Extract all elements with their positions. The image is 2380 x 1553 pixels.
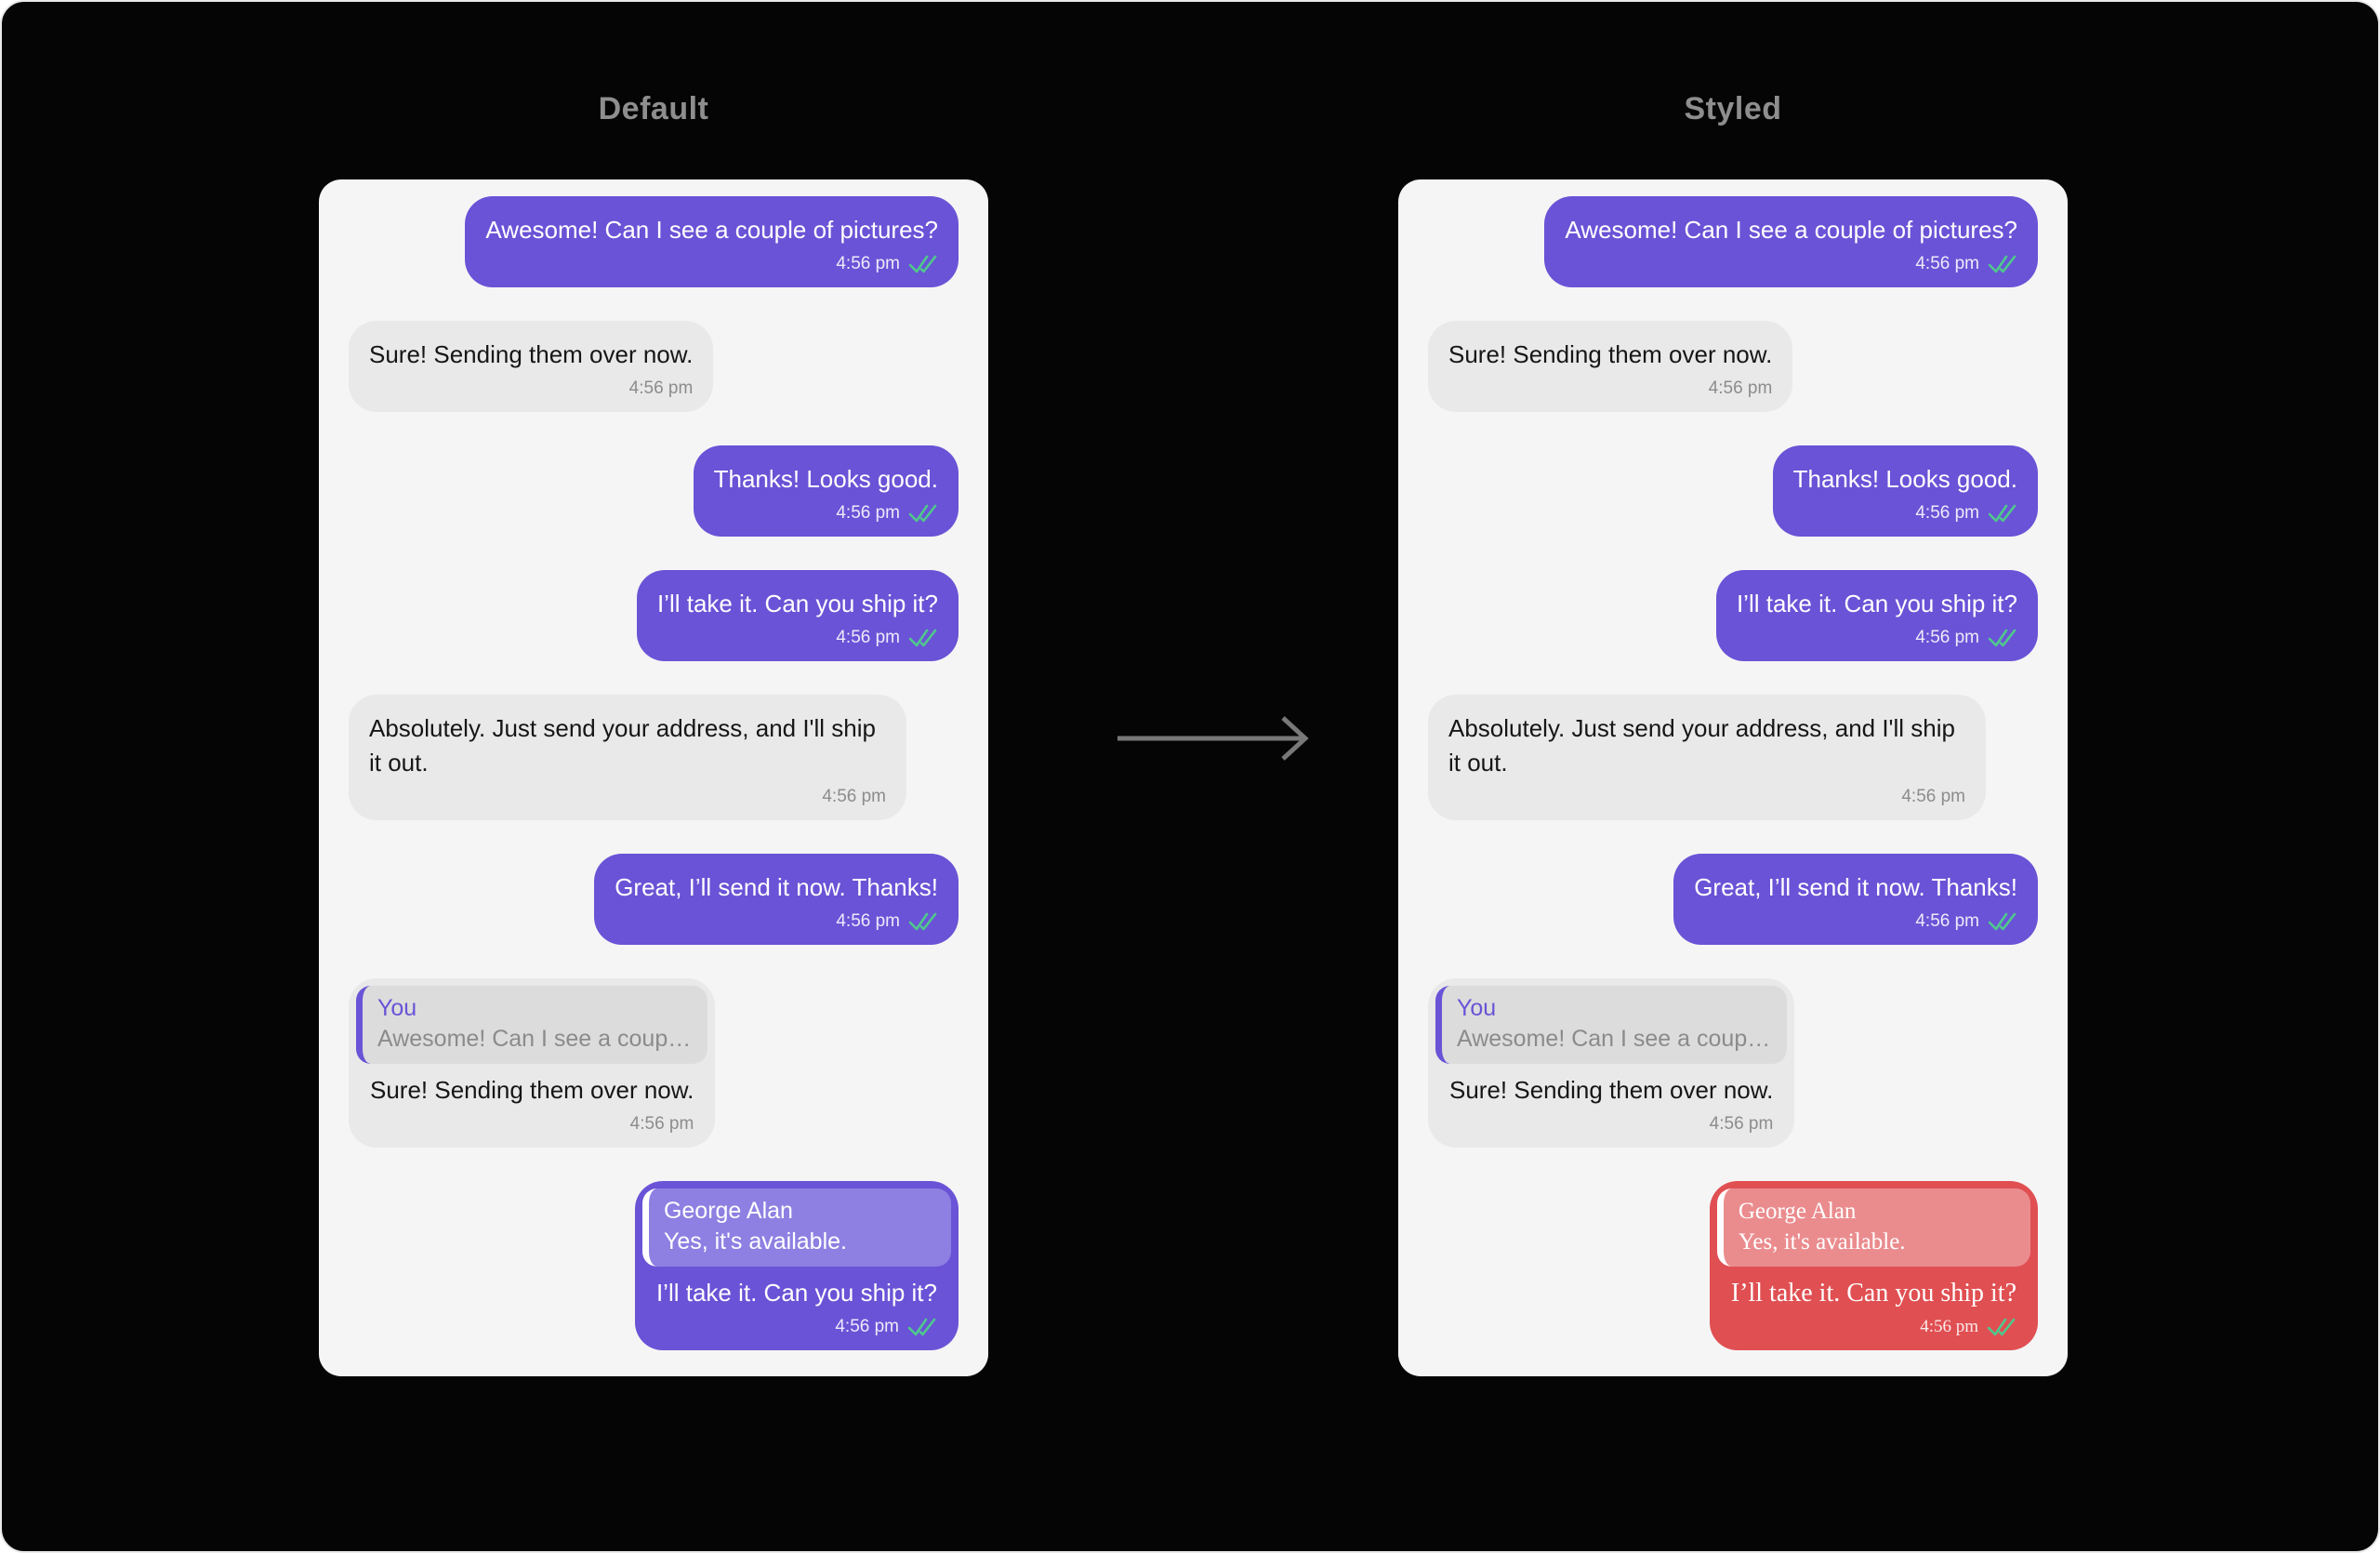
message-meta: 4:56 pm (1448, 784, 1965, 809)
message-bubble-incoming[interactable]: Sure! Sending them over now. 4:56 pm (349, 321, 714, 412)
message-bubble-outgoing[interactable]: George Alan Yes, it's available. I’ll ta… (634, 1181, 959, 1350)
message-time: 4:56 pm (836, 911, 900, 931)
message-meta: 4:56 pm (1731, 1314, 2016, 1339)
message-text: Great, I’ll send it now. Thanks! (615, 873, 938, 901)
message-bubble-incoming[interactable]: Absolutely. Just send your address, and … (349, 695, 906, 820)
message-bubble-incoming[interactable]: You Awesome! Can I see a couple of… Sure… (349, 978, 716, 1148)
reply-quote-text: Yes, it's available. (663, 1228, 847, 1254)
chat-panel-default: Awesome! Can I see a couple of pictures?… (319, 179, 988, 1376)
reply-quote[interactable]: George Alan Yes, it's available. (1716, 1188, 2030, 1267)
message-time: 4:56 pm (1920, 1317, 1978, 1336)
message-bubble-outgoing[interactable]: Awesome! Can I see a couple of pictures?… (465, 196, 959, 287)
message-text: Thanks! Looks good. (713, 465, 938, 493)
message-time: 4:56 pm (835, 1317, 899, 1336)
message-text: Thanks! Looks good. (1792, 465, 2017, 493)
message-text: Sure! Sending them over now. (1448, 340, 1773, 368)
read-receipt-double-check-icon (908, 629, 937, 647)
message-meta: 4:56 pm (369, 784, 886, 809)
read-receipt-double-check-icon (908, 255, 937, 273)
message-meta: 4:56 pm (657, 625, 938, 650)
message-time: 4:56 pm (836, 503, 900, 523)
message-text: Absolutely. Just send your address, and … (1448, 714, 1955, 776)
read-receipt-double-check-icon (1988, 255, 2016, 273)
message-text: I’ll take it. Can you ship it? (1736, 590, 2017, 617)
message-text: I’ll take it. Can you ship it? (1730, 1279, 2016, 1307)
reply-quote-author: George Alan (1738, 1199, 1857, 1224)
message-text: I’ll take it. Can you ship it? (656, 590, 938, 617)
message-time: 4:56 pm (1709, 1114, 1774, 1134)
message-meta: 4:56 pm (1449, 1111, 1774, 1136)
message-time: 4:56 pm (1915, 254, 1979, 273)
reply-quote-text: Awesome! Can I see a couple of… (1457, 1026, 1772, 1052)
message-text: Awesome! Can I see a couple of pictures? (1565, 216, 2017, 244)
chat-panel-styled: Awesome! Can I see a couple of pictures?… (1398, 179, 2068, 1376)
read-receipt-double-check-icon (1988, 912, 2016, 931)
message-meta: 4:56 pm (714, 500, 938, 525)
reply-quote-author: George Alan (663, 1198, 793, 1224)
message-bubble-outgoing[interactable]: Thanks! Looks good. 4:56 pm (1772, 445, 2038, 537)
message-meta: 4:56 pm (485, 251, 938, 276)
message-time: 4:56 pm (1915, 503, 1979, 523)
message-text: I’ll take it. Can you ship it? (655, 1279, 937, 1307)
message-meta: 4:56 pm (370, 1111, 694, 1136)
message-text: Absolutely. Just send your address, and … (369, 714, 876, 776)
message-text: Awesome! Can I see a couple of pictures? (485, 216, 938, 244)
message-time: 4:56 pm (836, 628, 900, 647)
message-bubble-incoming[interactable]: Absolutely. Just send your address, and … (1428, 695, 1986, 820)
message-bubble-outgoing[interactable]: I’ll take it. Can you ship it? 4:56 pm (636, 570, 959, 661)
read-receipt-double-check-icon (1988, 629, 2016, 647)
default-column-title: Default (598, 91, 709, 126)
message-bubble-incoming[interactable]: You Awesome! Can I see a couple of… Sure… (1428, 978, 1795, 1148)
message-time: 4:56 pm (1915, 628, 1979, 647)
message-bubble-outgoing[interactable]: Thanks! Looks good. 4:56 pm (693, 445, 959, 537)
reply-quote[interactable]: You Awesome! Can I see a couple of… (356, 986, 708, 1064)
message-text: Sure! Sending them over now. (370, 1076, 694, 1104)
reply-quote[interactable]: You Awesome! Can I see a couple of… (1435, 986, 1788, 1064)
message-time: 4:56 pm (628, 378, 694, 398)
read-receipt-double-check-icon (1988, 504, 2016, 523)
reply-quote-text: Yes, it's available. (1738, 1229, 1906, 1254)
reply-quote-author: You (1457, 995, 1497, 1021)
message-meta: 4:56 pm (1793, 500, 2017, 525)
message-bubble-outgoing[interactable]: Great, I’ll send it now. Thanks! 4:56 pm (594, 854, 959, 945)
message-time: 4:56 pm (822, 787, 886, 806)
message-time: 4:56 pm (1708, 378, 1773, 398)
message-text: Great, I’ll send it now. Thanks! (1694, 873, 2017, 901)
message-bubble-outgoing[interactable]: Awesome! Can I see a couple of pictures?… (1544, 196, 2038, 287)
message-meta: 4:56 pm (369, 376, 694, 401)
reply-quote-text: Awesome! Can I see a couple of… (377, 1026, 693, 1052)
message-meta: 4:56 pm (615, 909, 938, 934)
message-bubble-outgoing-styled[interactable]: George Alan Yes, it's available. I’ll ta… (1709, 1181, 2038, 1350)
message-time: 4:56 pm (1901, 787, 1965, 806)
reply-quote-author: You (377, 995, 417, 1021)
read-receipt-double-check-icon (908, 912, 937, 931)
message-bubble-outgoing[interactable]: Great, I’ll send it now. Thanks! 4:56 pm (1673, 854, 2038, 945)
message-time: 4:56 pm (836, 254, 900, 273)
message-meta: 4:56 pm (1694, 909, 2017, 934)
styled-column-title: Styled (1684, 91, 1782, 126)
message-meta: 4:56 pm (1737, 625, 2017, 650)
message-bubble-incoming[interactable]: Sure! Sending them over now. 4:56 pm (1428, 321, 1793, 412)
message-bubble-outgoing[interactable]: I’ll take it. Can you ship it? 4:56 pm (1715, 570, 2038, 661)
message-time: 4:56 pm (629, 1114, 694, 1134)
message-text: Sure! Sending them over now. (369, 340, 694, 368)
message-meta: 4:56 pm (1448, 376, 1773, 401)
read-receipt-double-check-icon (908, 504, 937, 523)
message-meta: 4:56 pm (656, 1314, 937, 1339)
read-receipt-double-check-icon (907, 1318, 936, 1336)
message-text: Sure! Sending them over now. (1449, 1076, 1774, 1104)
message-meta: 4:56 pm (1565, 251, 2017, 276)
reply-quote[interactable]: George Alan Yes, it's available. (641, 1188, 951, 1267)
read-receipt-double-check-icon (1987, 1318, 2016, 1336)
transform-arrow-icon (1117, 716, 1309, 761)
message-time: 4:56 pm (1915, 911, 1979, 931)
